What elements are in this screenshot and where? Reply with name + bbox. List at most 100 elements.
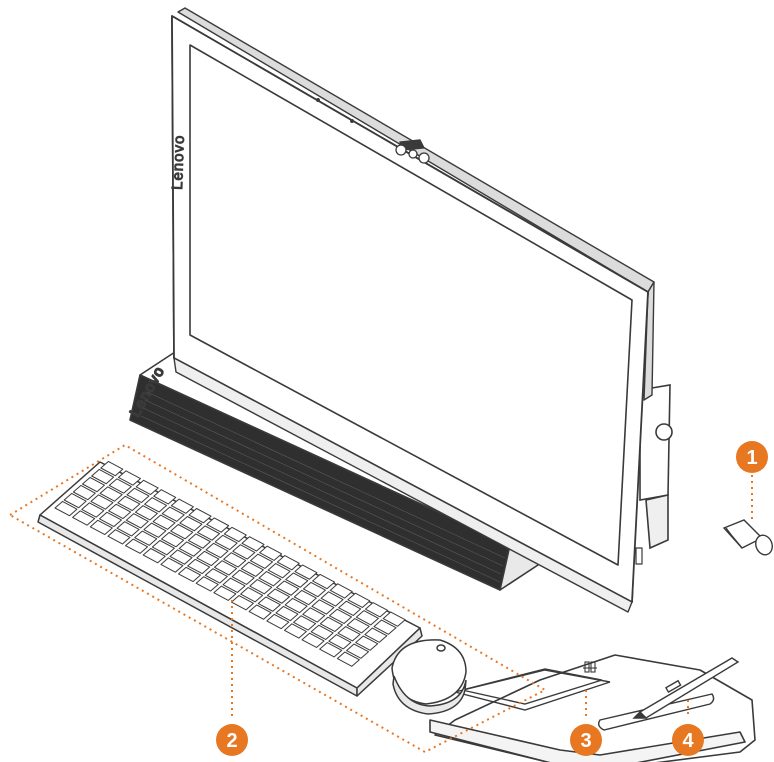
power-button xyxy=(635,547,643,565)
keyboard-key xyxy=(178,541,202,557)
keyboard-key xyxy=(267,563,291,579)
callout-4-number: 4 xyxy=(682,730,694,752)
keyboard-key xyxy=(134,530,158,546)
keyboard-key xyxy=(240,587,264,603)
keyboard-key xyxy=(169,549,193,565)
charging-icon xyxy=(583,661,597,673)
keyboard xyxy=(37,460,423,697)
camera-module xyxy=(316,98,430,164)
keyboard-key xyxy=(135,479,159,496)
keyboard-key xyxy=(188,507,212,524)
keyboard-key xyxy=(72,510,96,526)
keyboard-key xyxy=(355,635,379,651)
keyboard-key xyxy=(319,642,343,658)
keyboard-key xyxy=(126,487,150,504)
keyboard-key xyxy=(72,484,96,501)
keyboard-key xyxy=(320,591,344,607)
keyboard-key xyxy=(284,597,308,614)
keyboard-key xyxy=(214,534,238,551)
keyboard-key xyxy=(319,616,343,632)
keyboard-key xyxy=(248,604,272,620)
monitor-arm xyxy=(639,384,673,550)
keyboard-key xyxy=(293,589,317,606)
keyboard-key xyxy=(337,626,361,642)
keyboard-key xyxy=(249,553,273,569)
callout-3: 3 xyxy=(570,724,602,756)
keyboard-key xyxy=(364,627,388,643)
keyboard-key xyxy=(152,514,176,530)
keyboard-key xyxy=(231,569,255,585)
callout-1-number: 1 xyxy=(746,447,757,469)
keyboard-key xyxy=(258,571,282,587)
keyboard-key xyxy=(346,643,370,659)
keyboard-key xyxy=(214,560,237,576)
keyboard-key xyxy=(82,476,105,493)
keyboard-key xyxy=(178,566,202,583)
keyboard-key xyxy=(259,545,283,561)
keyboard-key xyxy=(311,599,335,615)
keyboard-key xyxy=(241,536,265,552)
keyboard-key xyxy=(302,607,326,623)
keyboard-key xyxy=(125,538,149,554)
keyboard-key xyxy=(108,503,132,520)
callout-4: 4 xyxy=(672,724,704,756)
keyboard-key xyxy=(266,588,290,604)
pen-tray xyxy=(597,693,715,731)
keyboard-key xyxy=(382,611,406,627)
keyboard-key xyxy=(187,558,211,575)
keyboard-key xyxy=(230,595,254,611)
pen xyxy=(632,657,740,719)
keyboard-key xyxy=(143,522,167,538)
keyboard-key xyxy=(294,564,318,580)
keyboard-key xyxy=(328,634,352,650)
keyboard-key xyxy=(293,615,317,631)
keyboard-key xyxy=(54,500,78,517)
wireless-charging-pad xyxy=(454,661,611,711)
keyboard-key xyxy=(144,497,168,513)
callout-1: 1 xyxy=(736,441,768,473)
keyboard-key xyxy=(81,502,105,518)
keyboard-key xyxy=(187,533,211,549)
keyboard-key xyxy=(302,581,326,598)
keyboard-key xyxy=(98,511,122,528)
keyboard-key xyxy=(355,610,379,626)
keyboard-key xyxy=(213,585,237,601)
callout-2: 2 xyxy=(216,724,248,756)
callout-2-number: 2 xyxy=(226,730,237,752)
keyboard-key xyxy=(204,568,228,584)
keyboard-key xyxy=(347,592,371,608)
keyboard-key xyxy=(283,623,307,639)
keyboard-key xyxy=(161,531,185,548)
keyboard-key xyxy=(125,513,149,529)
keyboard-key xyxy=(99,486,123,502)
keyboard-key xyxy=(108,478,132,494)
keyboard-key xyxy=(365,602,389,618)
keyboard-key xyxy=(312,573,336,590)
keyboard-key xyxy=(257,596,281,612)
keyboard-key xyxy=(160,557,184,573)
keyboard-key xyxy=(90,494,114,510)
keyboard-key xyxy=(336,651,360,667)
keyboard-key xyxy=(329,583,353,599)
keyboard-key xyxy=(142,547,166,564)
keyboard-key xyxy=(116,521,140,537)
keyboard-key xyxy=(153,489,177,505)
keyboard-key xyxy=(232,544,256,560)
keyboard-key xyxy=(205,542,229,559)
keyboard-key xyxy=(195,576,219,592)
keyboard-key xyxy=(170,498,194,514)
keyboard-key xyxy=(276,580,300,596)
keyboard-key xyxy=(310,624,334,640)
keyboard-key xyxy=(275,605,299,622)
keyboard-key xyxy=(91,468,115,485)
keyboard-key xyxy=(240,561,264,577)
keyboard-key xyxy=(196,550,220,567)
keyboard-key xyxy=(346,618,370,634)
monitor: Lenovo xyxy=(169,7,655,613)
keyboard-key xyxy=(206,517,230,533)
keyboard-keys xyxy=(54,460,406,667)
keyboard-key xyxy=(373,619,397,635)
keyboard-key xyxy=(151,539,175,556)
usb-dongle xyxy=(722,519,773,556)
